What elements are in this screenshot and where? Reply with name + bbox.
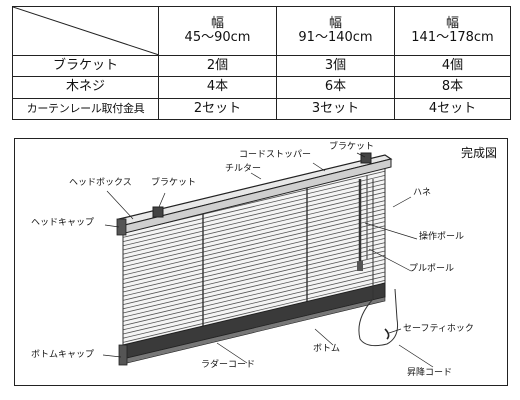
head-cap-label: ヘッドキャップ	[31, 218, 95, 228]
bracket-left-label: ブラケット	[151, 178, 197, 188]
slat-label: ハネ	[413, 188, 432, 198]
column-header-label: 幅	[445, 15, 459, 31]
column-header: 幅 91〜140cm	[276, 6, 395, 56]
table-cell: 2個	[158, 54, 277, 78]
slat-line	[123, 179, 385, 242]
diagram-title: 完成図	[461, 146, 498, 160]
slat-line	[123, 280, 385, 343]
column-header-label: 幅	[210, 15, 224, 31]
table-cell: 3個	[276, 54, 395, 78]
blind-diagram: 完成図 コードストッパー ブラケット チルター ヘッドボックス ブラケット ハネ…	[14, 138, 508, 386]
slat-line	[123, 183, 385, 247]
slat-line	[123, 267, 385, 331]
leader-lines	[102, 152, 434, 368]
table-corner-cell	[12, 6, 159, 56]
pull-pole-label: プルポール	[409, 264, 455, 274]
slat-line	[123, 196, 385, 259]
slat-line	[123, 275, 385, 339]
bottom-label: ボトム	[313, 344, 341, 354]
slat-line	[123, 271, 385, 335]
row-label: 木ネジ	[12, 76, 159, 99]
column-header: 幅 141〜178cm	[394, 6, 511, 56]
column-header-range: 45〜90cm	[184, 29, 251, 45]
table-cell: 4本	[158, 76, 277, 99]
column-header-label: 幅	[328, 15, 342, 31]
slat-line	[123, 217, 385, 280]
table-cell: 3セット	[276, 97, 395, 121]
slat-line	[123, 200, 385, 263]
slat-line	[123, 225, 385, 289]
slat-line	[123, 259, 385, 322]
row-label: カーテンレール取付金具	[12, 97, 159, 121]
table-cell: 8本	[394, 76, 511, 99]
lift-cord-shape	[358, 179, 398, 347]
tilter-label: チルター	[225, 164, 262, 174]
table-cell: 4セット	[394, 97, 511, 121]
ladder-cord-label: ラダーコード	[201, 360, 256, 370]
column-header: 幅 45〜90cm	[158, 6, 277, 56]
bracket-shape	[360, 152, 372, 164]
slat-line	[123, 238, 385, 301]
table-cell: 2セット	[158, 97, 277, 121]
head-box-label: ヘッドボックス	[69, 178, 132, 188]
table-row: カーテンレール取付金具 2セット 3セット 4セット	[12, 97, 511, 121]
lift-cord-label: 昇降コード	[407, 368, 453, 378]
slat-line	[123, 229, 385, 293]
column-header-range: 91〜140cm	[298, 29, 373, 45]
slat-line	[123, 242, 385, 305]
slat-line	[123, 204, 385, 268]
safety-hook-label: セーフティホック	[403, 324, 474, 334]
slat-line	[123, 254, 385, 318]
slat-line	[123, 246, 385, 310]
table-cell: 6本	[276, 76, 395, 99]
slat-line	[123, 208, 385, 272]
slat-line	[123, 191, 385, 255]
operation-pole-label: 操作ポール	[419, 232, 465, 242]
table-header-row: 幅 45〜90cm 幅 91〜140cm 幅 141〜178cm	[12, 6, 511, 56]
slat-line	[123, 221, 385, 284]
slat-line	[123, 212, 385, 276]
slat-line	[123, 175, 385, 238]
column-header-range: 141〜178cm	[411, 29, 494, 45]
bracket-top-label: ブラケット	[329, 142, 375, 152]
cord-stopper-label: コードストッパー	[239, 150, 312, 160]
slat-line	[123, 263, 385, 326]
slat-line	[123, 233, 385, 297]
slat-line	[123, 250, 385, 314]
blind-illustration	[102, 152, 434, 368]
safety-hook-shape	[384, 328, 390, 340]
row-label: ブラケット	[12, 54, 159, 78]
table-row: 木ネジ 4本 6本 8本	[12, 76, 511, 99]
corner-diagonal	[13, 7, 158, 55]
pull-pole-grip	[357, 261, 363, 271]
bottom-cap-label: ボトムキャップ	[31, 350, 95, 360]
bracket-shape	[152, 206, 164, 218]
bottom-cap-shape	[118, 344, 128, 366]
slat-line	[123, 187, 385, 251]
spec-table: 幅 45〜90cm 幅 91〜140cm 幅 141〜178cm ブラケット 2…	[12, 6, 511, 121]
table-row: ブラケット 2個 3個 4個	[12, 54, 511, 78]
table-cell: 4個	[394, 54, 511, 78]
